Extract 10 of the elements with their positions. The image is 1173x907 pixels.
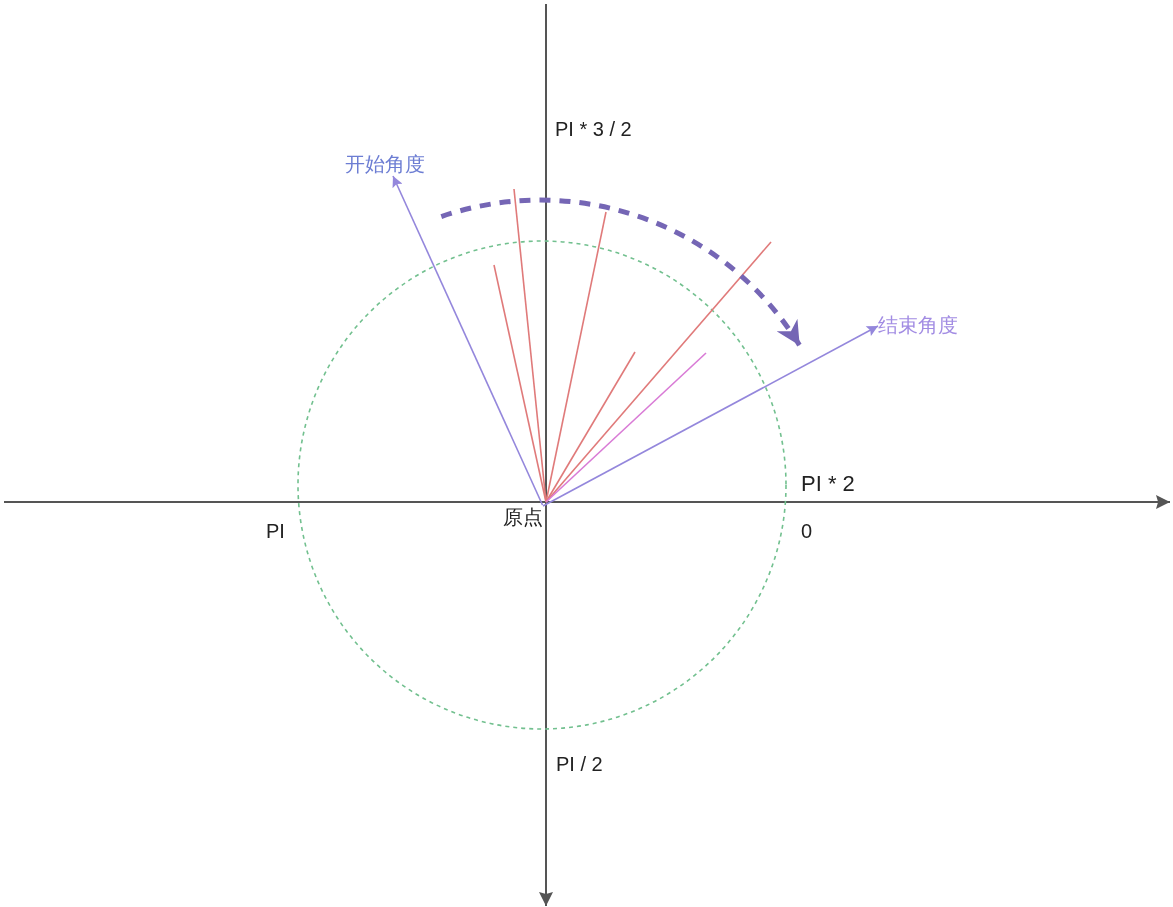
angle-label: PI * 2 <box>801 472 855 496</box>
angle-label: 0 <box>801 519 813 543</box>
angle-label: PI <box>266 519 285 543</box>
angle-label: PI * 3 / 2 <box>555 117 632 141</box>
ray-label: 开始角度 <box>345 152 425 176</box>
angle-label: PI / 2 <box>556 752 603 776</box>
ray-arrow <box>392 175 544 506</box>
origin-label: 原点 <box>503 505 543 529</box>
ray-label: 结束角度 <box>878 313 958 337</box>
ray-arrow <box>542 325 879 507</box>
